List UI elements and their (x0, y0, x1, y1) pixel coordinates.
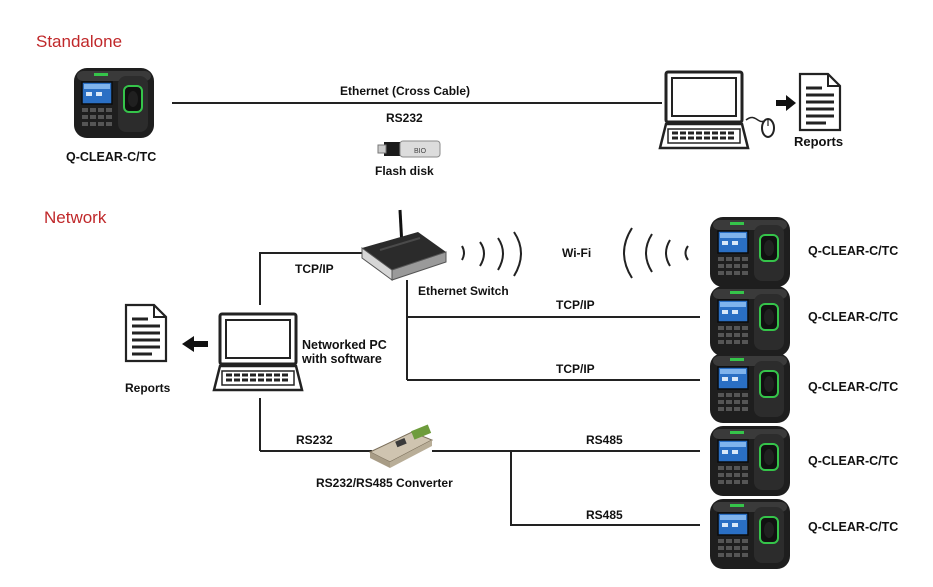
networked-pc-label-line1: Networked PC (302, 338, 387, 352)
network-cables (259, 252, 700, 526)
network-device-label-2: Q-CLEAR-C/TC (808, 310, 899, 324)
wifi-waves-icon (461, 227, 689, 279)
network-rs232-label: RS232 (296, 433, 333, 447)
arrow-left-icon (182, 336, 208, 352)
network-terminal-1 (709, 216, 791, 288)
ethernet-switch-label: Ethernet Switch (418, 284, 509, 298)
standalone-computer-icon (658, 70, 750, 150)
tcpip-switch-label: TCP/IP (295, 262, 334, 276)
standalone-title: Standalone (36, 32, 123, 51)
svg-text:BIO: BIO (414, 148, 427, 155)
network-device-label-3: Q-CLEAR-C/TC (808, 380, 899, 394)
standalone-reports-label: Reports (794, 134, 844, 149)
tcpip-label-1: TCP/IP (556, 298, 595, 312)
network-reports-label: Reports (125, 381, 171, 395)
ethernet-switch-icon (361, 209, 447, 281)
network-report-icon (124, 303, 168, 363)
mouse-icon (745, 116, 775, 138)
standalone-terminal (73, 67, 155, 139)
network-title: Network (44, 208, 107, 227)
network-terminal-2 (709, 285, 791, 357)
network-section (124, 209, 791, 570)
standalone-rs232-label: RS232 (386, 111, 423, 125)
flash-disk-label: Flash disk (375, 164, 434, 178)
network-terminal-5 (709, 498, 791, 570)
wifi-label: Wi-Fi (562, 246, 592, 260)
standalone-section: BIO (73, 67, 842, 158)
network-terminal-3 (709, 352, 791, 424)
network-device-label-5: Q-CLEAR-C/TC (808, 520, 899, 534)
tcpip-label-2: TCP/IP (556, 362, 595, 376)
standalone-report-icon (798, 72, 842, 132)
flash-disk-icon: BIO (377, 140, 441, 158)
networked-pc-icon (212, 312, 304, 392)
networked-pc-label-line2: with software (302, 352, 382, 366)
ethernet-label: Ethernet (Cross Cable) (340, 84, 471, 98)
converter-icon (368, 424, 434, 468)
arrow-right-icon (776, 95, 796, 111)
network-device-label-4: Q-CLEAR-C/TC (808, 454, 899, 468)
network-device-label-1: Q-CLEAR-C/TC (808, 244, 899, 258)
rs485-label-1: RS485 (586, 433, 623, 447)
rs485-label-2: RS485 (586, 508, 623, 522)
converter-label: RS232/RS485 Converter (316, 476, 453, 490)
standalone-device-label: Q-CLEAR-C/TC (66, 150, 157, 164)
network-terminal-4 (709, 425, 791, 497)
